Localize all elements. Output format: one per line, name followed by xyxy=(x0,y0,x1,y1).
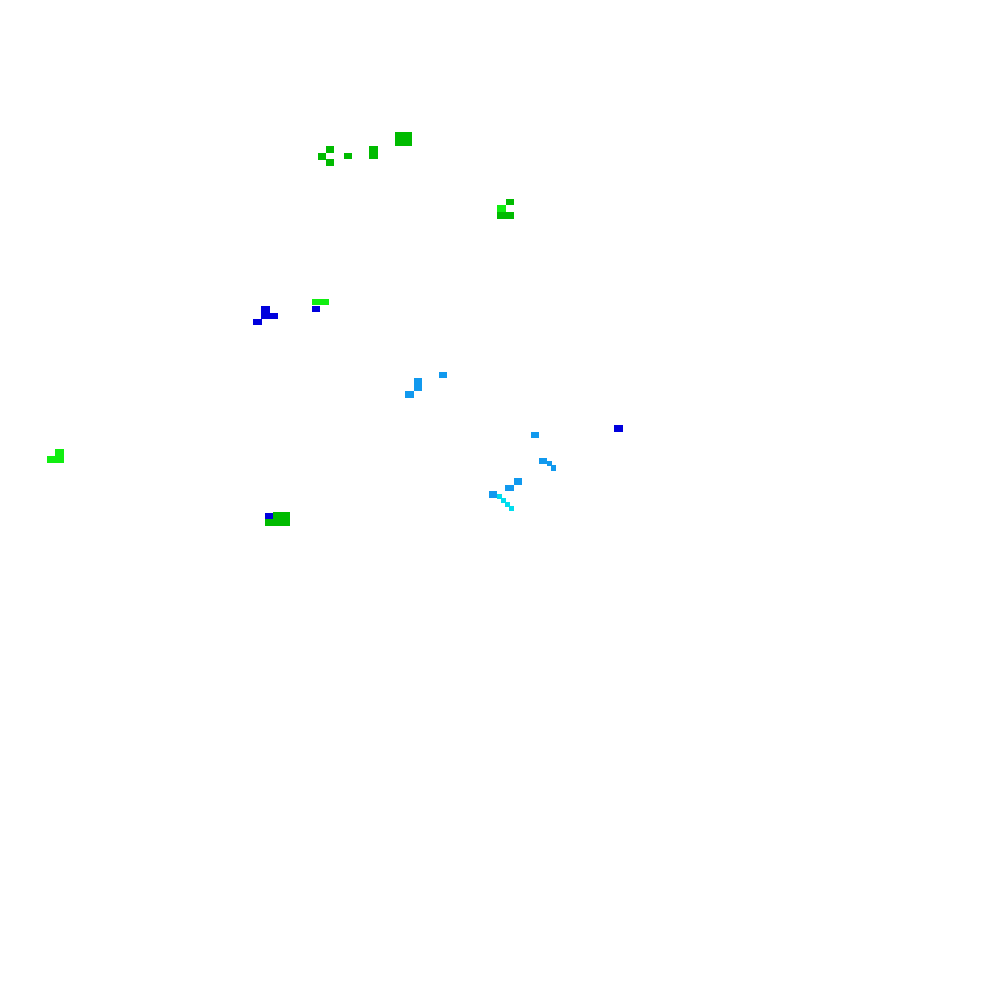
pixel-blob xyxy=(326,146,334,153)
pixel-blob xyxy=(395,132,412,146)
cluster-center-sky xyxy=(405,372,447,398)
pixel-blob xyxy=(489,491,497,498)
pixel-blob xyxy=(55,449,64,456)
pixel-blob xyxy=(551,465,556,471)
pixel-blob xyxy=(312,299,329,305)
pixel-blob xyxy=(253,319,262,325)
pixel-blob xyxy=(614,425,623,432)
cluster-far-left-green xyxy=(47,449,64,463)
pixel-blob xyxy=(509,506,514,511)
pixel-blob xyxy=(318,153,326,160)
pixel-blob xyxy=(539,458,547,464)
pixel-blob xyxy=(497,205,506,212)
pixel-blob xyxy=(312,306,320,312)
pixel-blob xyxy=(501,498,506,503)
pixel-blob xyxy=(344,153,352,159)
pixel-blob xyxy=(369,146,378,159)
pixel-blob xyxy=(265,519,290,526)
pixel-blob xyxy=(514,478,522,485)
pixel-blob xyxy=(414,384,422,391)
cluster-lower-right xyxy=(489,425,623,511)
pixel-blob xyxy=(505,485,514,491)
pixel-blob xyxy=(47,456,64,463)
pixel-blob xyxy=(261,306,270,313)
pixel-blob xyxy=(531,432,539,438)
cluster-mid-left xyxy=(253,299,329,325)
pixel-blob xyxy=(405,391,414,398)
pixel-blob xyxy=(273,512,290,519)
pixel-blob xyxy=(326,159,334,166)
pixel-blob xyxy=(497,212,514,219)
pixel-blob xyxy=(547,461,552,466)
pixel-blob xyxy=(505,502,510,507)
cluster-top-greens xyxy=(318,132,412,166)
cluster-bottom-left xyxy=(265,512,290,526)
pixel-blob xyxy=(261,313,278,319)
cluster-upper-right-green xyxy=(497,199,514,219)
pixel-blob xyxy=(506,199,514,205)
pixel-blob xyxy=(414,378,422,384)
pixel-blob xyxy=(265,513,273,519)
pixel-blob xyxy=(439,372,447,378)
pixel-blob xyxy=(497,494,502,499)
